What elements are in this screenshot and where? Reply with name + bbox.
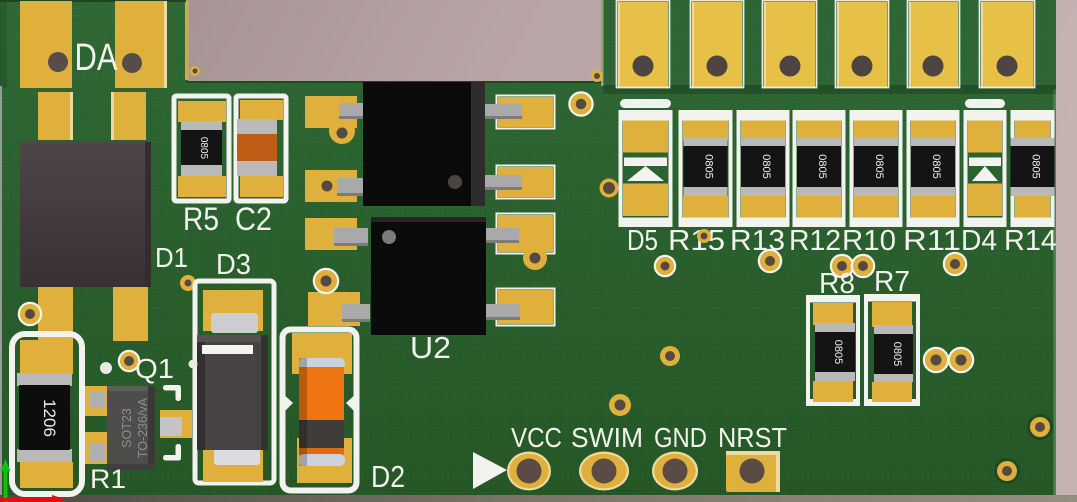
svg-text:DA: DA [75,37,119,79]
svg-text:0805: 0805 [703,154,715,178]
svg-text:GND: GND [654,422,707,453]
svg-text:D4: D4 [961,225,997,257]
svg-text:0805: 0805 [873,154,885,178]
svg-text:R7: R7 [874,266,910,298]
svg-text:R15: R15 [668,225,725,257]
svg-text:D3: D3 [216,249,251,281]
svg-text:SWIM: SWIM [571,422,643,453]
svg-text:TO-236/vA: TO-236/vA [136,397,150,458]
svg-text:0805: 0805 [760,154,772,178]
svg-text:R1: R1 [90,464,126,494]
svg-text:R14: R14 [1004,225,1057,257]
svg-text:D2: D2 [371,459,405,494]
svg-text:R8: R8 [819,268,855,300]
svg-text:SOT23: SOT23 [120,408,134,448]
svg-text:R10: R10 [842,225,896,257]
svg-text:1206: 1206 [40,399,59,437]
svg-text:C2: C2 [235,201,272,237]
svg-text:D1: D1 [155,242,188,273]
svg-text:0805: 0805 [832,340,844,364]
svg-text:R11: R11 [903,225,961,257]
svg-text:0805: 0805 [930,154,942,178]
svg-text:0805: 0805 [816,154,828,178]
svg-text:0805: 0805 [891,342,903,366]
svg-text:R5: R5 [183,201,219,237]
svg-text:D5: D5 [627,225,658,257]
svg-text:U2: U2 [410,330,451,365]
svg-text:R12: R12 [789,225,841,257]
svg-text:0805: 0805 [198,137,209,160]
svg-text:NRST: NRST [718,422,787,453]
svg-text:Q1: Q1 [135,353,174,384]
svg-text:0805: 0805 [1030,154,1042,178]
svg-text:VCC: VCC [511,422,562,453]
